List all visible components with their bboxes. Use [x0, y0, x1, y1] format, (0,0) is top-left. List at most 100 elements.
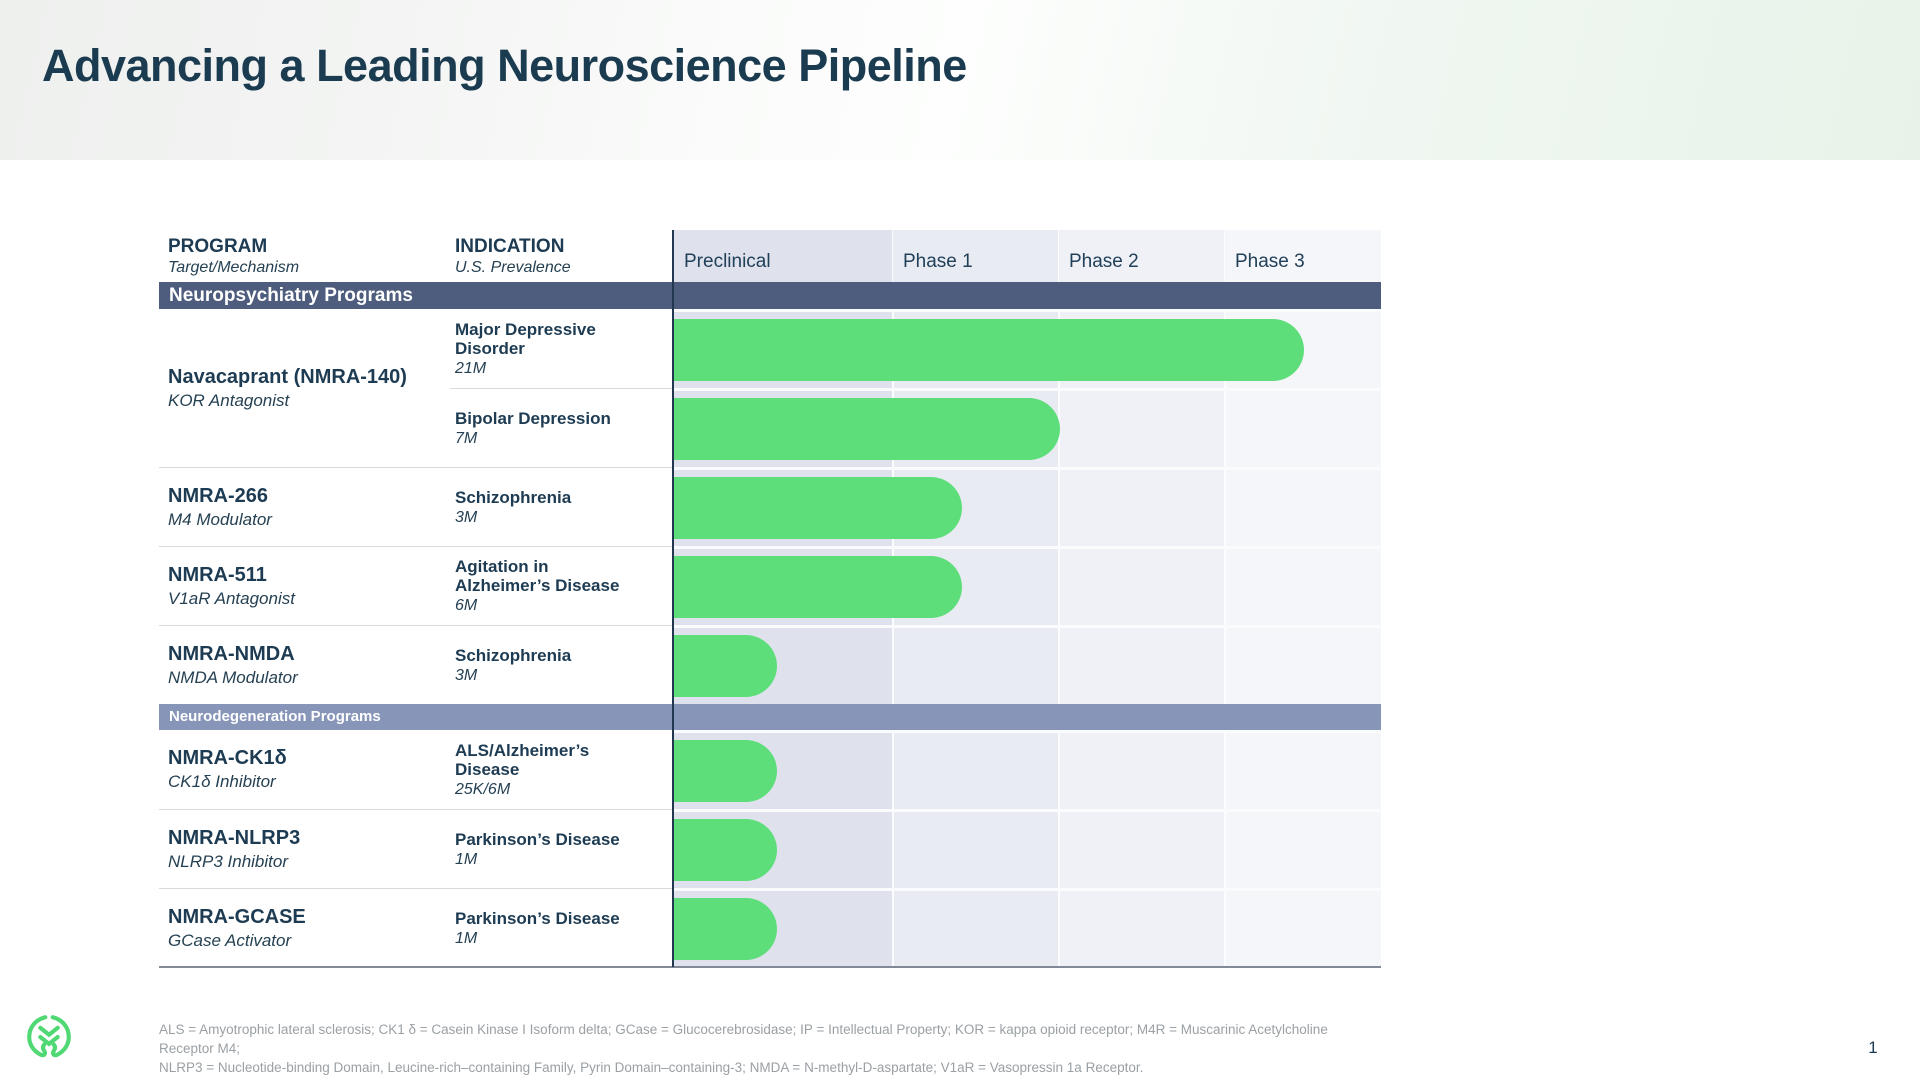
table-header-row: PROGRAM Target/Mechanism INDICATION U.S.…	[159, 230, 1381, 282]
section-header: Neuropsychiatry Programs	[159, 282, 1381, 309]
program-mechanism: V1aR Antagonist	[168, 588, 295, 608]
table-row: NMRA-NMDA NMDA Modulator Schizophrenia 3…	[159, 625, 1381, 704]
program-column-header: PROGRAM Target/Mechanism	[159, 230, 450, 282]
program-name: NMRA-CK1δ	[168, 747, 287, 769]
indication-name: Bipolar Depression	[455, 408, 611, 428]
indication-cell: Schizophrenia 3M	[450, 467, 674, 546]
phase-progress-bar	[674, 898, 777, 960]
program-cell: NMRA-CK1δ CK1δ Inhibitor	[159, 730, 450, 809]
program-name: NMRA-GCASE	[168, 905, 306, 928]
indication-column-header: INDICATION U.S. Prevalence	[450, 230, 674, 282]
indication-stack: Parkinson’s Disease 1M	[450, 809, 1381, 888]
indication-prevalence: 1M	[455, 850, 478, 868]
indication-cell: Agitation in Alzheimer’s Disease 6M	[450, 546, 674, 625]
phase-track	[674, 730, 1381, 809]
phase-track	[674, 388, 1381, 467]
indication-subrow: Major Depressive Disorder 21M	[450, 309, 1381, 388]
phase-column-header-phase-3: Phase 3	[1225, 230, 1381, 282]
program-mechanism: GCase Activator	[168, 930, 292, 950]
footnote: ALS = Amyotrophic lateral sclerosis; CK1…	[159, 1020, 1339, 1077]
indication-stack: Schizophrenia 3M	[450, 625, 1381, 704]
phase-progress-bar	[674, 819, 777, 881]
program-mechanism: KOR Antagonist	[168, 390, 290, 410]
indication-cell: Bipolar Depression 7M	[450, 388, 674, 467]
indication-name: Parkinson’s Disease	[455, 829, 620, 849]
table-bottom-border	[159, 966, 1381, 968]
program-mechanism: NMDA Modulator	[168, 667, 298, 687]
indication-name: Agitation in Alzheimer’s Disease	[455, 557, 620, 595]
indication-subrow: Agitation in Alzheimer’s Disease 6M	[450, 546, 1381, 625]
phase-column-header-phase-2: Phase 2	[1059, 230, 1225, 282]
indication-prevalence: 3M	[455, 508, 478, 526]
slide-title: Advancing a Leading Neuroscience Pipelin…	[42, 40, 967, 91]
program-cell: NMRA-266 M4 Modulator	[159, 467, 450, 546]
indication-stack: ALS/Alzheimer’s Disease 25K/6M	[450, 730, 1381, 809]
phase-track	[674, 625, 1381, 704]
page-number: 1	[1868, 1038, 1878, 1057]
program-name: NMRA-266	[168, 484, 269, 507]
table-row: NMRA-GCASE GCase Activator Parkinson’s D…	[159, 888, 1381, 967]
table-row: NMRA-511 V1aR Antagonist Agitation in Al…	[159, 546, 1381, 625]
phase-column-header-preclinical: Preclinical	[674, 230, 893, 282]
program-cell: Navacaprant (NMRA-140) KOR Antagonist	[159, 309, 450, 467]
pipeline-table: PROGRAM Target/Mechanism INDICATION U.S.…	[159, 230, 1381, 968]
footnote-line-1: ALS = Amyotrophic lateral sclerosis; CK1…	[159, 1022, 1328, 1056]
indication-cell: Parkinson’s Disease 1M	[450, 888, 674, 967]
indication-subrow: ALS/Alzheimer’s Disease 25K/6M	[450, 730, 1381, 809]
indication-name: Schizophrenia	[455, 487, 572, 507]
phase-progress-bar	[674, 556, 962, 618]
program-name: NMRA-511	[168, 563, 267, 586]
indication-stack: Schizophrenia 3M	[450, 467, 1381, 546]
phase-column-header-phase-1: Phase 1	[893, 230, 1059, 282]
indication-subrow: Parkinson’s Disease 1M	[450, 809, 1381, 888]
program-mechanism: NLRP3 Inhibitor	[168, 851, 289, 871]
indication-name: Parkinson’s Disease	[455, 908, 620, 928]
phase-track	[674, 309, 1381, 388]
table-row: NMRA-CK1δ CK1δ Inhibitor ALS/Alzheimer’s…	[159, 730, 1381, 809]
indication-name: Schizophrenia	[455, 645, 572, 665]
phase-track	[674, 546, 1381, 625]
table-row: NMRA-266 M4 Modulator Schizophrenia 3M	[159, 467, 1381, 546]
indication-cell: ALS/Alzheimer’s Disease 25K/6M	[450, 730, 674, 809]
phase-progress-bar	[674, 740, 777, 802]
header-banner: Advancing a Leading Neuroscience Pipelin…	[0, 0, 1920, 160]
indication-header-subtitle: U.S. Prevalence	[455, 259, 571, 276]
program-header-label: PROGRAM	[168, 236, 268, 257]
indication-prevalence: 6M	[455, 597, 478, 614]
indication-cell: Major Depressive Disorder 21M	[450, 309, 674, 388]
indication-subrow: Schizophrenia 3M	[450, 467, 1381, 546]
indication-stack: Parkinson’s Disease 1M	[450, 888, 1381, 967]
indication-name: Major Depressive Disorder	[455, 319, 596, 358]
program-cell: NMRA-511 V1aR Antagonist	[159, 546, 450, 625]
program-cell: NMRA-NLRP3 NLRP3 Inhibitor	[159, 809, 450, 888]
footnote-line-2: NLRP3 = Nucleotide-binding Domain, Leuci…	[159, 1060, 1144, 1075]
program-mechanism: CK1δ Inhibitor	[168, 772, 276, 791]
indication-subrow: Parkinson’s Disease 1M	[450, 888, 1381, 967]
indication-prevalence: 25K/6M	[455, 780, 511, 798]
program-name: Navacaprant (NMRA-140)	[168, 365, 407, 388]
indication-cell: Parkinson’s Disease 1M	[450, 809, 674, 888]
phase-progress-bar	[674, 635, 777, 697]
program-header-subtitle: Target/Mechanism	[168, 259, 300, 276]
indication-stack: Major Depressive Disorder 21M Bipolar De…	[450, 309, 1381, 467]
phase-track	[674, 467, 1381, 546]
pipeline-table-body: Neuropsychiatry Programs Navacaprant (NM…	[159, 282, 1381, 967]
table-row: NMRA-NLRP3 NLRP3 Inhibitor Parkinson’s D…	[159, 809, 1381, 888]
indication-prevalence: 7M	[455, 429, 478, 447]
indication-header-label: INDICATION	[455, 236, 565, 257]
indication-cell: Schizophrenia 3M	[450, 625, 674, 704]
phase-axis-line	[672, 230, 674, 967]
indication-prevalence: 1M	[455, 929, 478, 947]
table-row: Navacaprant (NMRA-140) KOR Antagonist Ma…	[159, 309, 1381, 467]
program-cell: NMRA-NMDA NMDA Modulator	[159, 625, 450, 704]
indication-prevalence: 21M	[455, 359, 487, 377]
program-name: NMRA-NMDA	[168, 642, 295, 665]
indication-name: ALS/Alzheimer’s Disease	[455, 740, 590, 779]
phase-progress-bar	[674, 319, 1304, 381]
indication-subrow: Bipolar Depression 7M	[450, 388, 1381, 467]
indication-subrow: Schizophrenia 3M	[450, 625, 1381, 704]
program-mechanism: M4 Modulator	[168, 509, 272, 529]
phase-progress-bar	[674, 477, 962, 539]
